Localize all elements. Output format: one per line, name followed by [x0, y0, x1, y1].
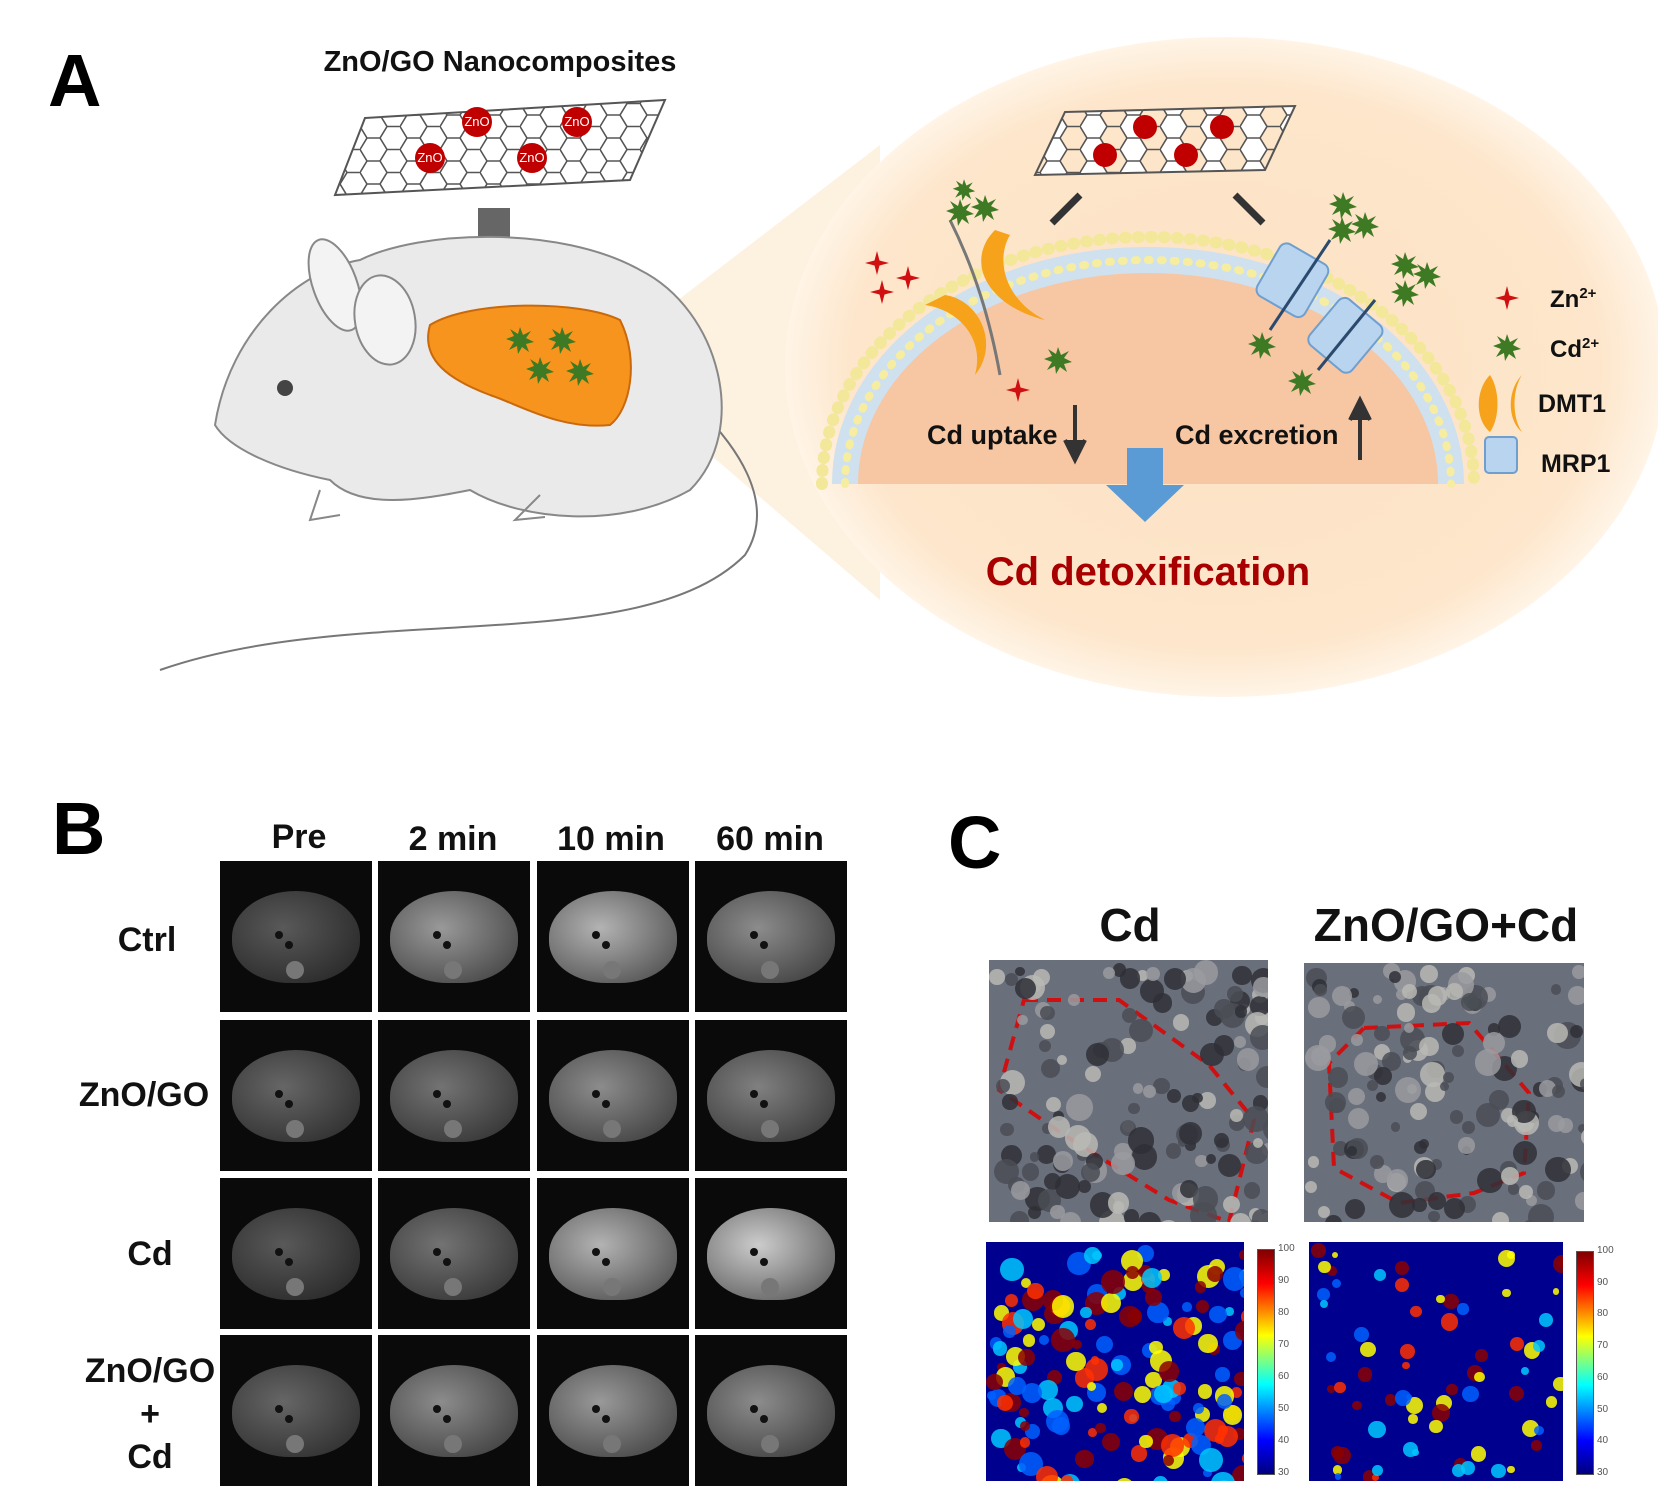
panel-a-illustration [159, 37, 1658, 697]
outcome-arrow-icon [1106, 448, 1184, 522]
colorbar-tick: 50 [1278, 1403, 1290, 1414]
region-outline [1326, 1020, 1532, 1206]
interaction-arrows [1049, 192, 1266, 226]
heatmap-cd [986, 1242, 1244, 1481]
mri-image [695, 1178, 847, 1329]
colorbar-tick: 100 [1278, 1243, 1295, 1254]
mri-image [220, 1178, 372, 1329]
colorbar-tick: 100 [1597, 1245, 1614, 1256]
legend-zn: Zn2+ [1550, 285, 1597, 313]
colorbar-zno-go-cd [1576, 1251, 1594, 1475]
colorbar-tick: 60 [1278, 1371, 1290, 1382]
zno-particle: ZnO [517, 143, 547, 173]
colorbar-tick: 90 [1597, 1276, 1609, 1288]
condition-title: ZnO/GO+Cd [1313, 899, 1579, 951]
mri-image [378, 861, 530, 1012]
panel-label-b: B [52, 787, 106, 870]
region-outline [996, 998, 1257, 1222]
dmt1-transporter-icon [1478, 375, 1522, 432]
mrp1-transporter [1255, 239, 1384, 374]
row-label: Ctrl [117, 921, 177, 959]
mri-image [220, 1335, 372, 1486]
colorbar-tick: 90 [1278, 1275, 1290, 1286]
mouse-illustration [159, 235, 758, 671]
liver-icon [427, 304, 632, 427]
heatmap-zno-go-cd [1309, 1242, 1563, 1481]
colorbar-tick: 30 [1597, 1467, 1609, 1478]
graphene-sheet [333, 98, 667, 197]
colorbar-tick: 80 [1278, 1307, 1290, 1318]
colorbar-tick: 40 [1597, 1435, 1609, 1447]
legend-mrp1: MRP1 [1541, 450, 1611, 478]
mri-image [378, 1178, 530, 1329]
colorbar-tick: 40 [1278, 1435, 1290, 1446]
row-label: ZnO/GO [78, 1076, 210, 1114]
colorbar-tick: 30 [1278, 1467, 1290, 1478]
colorbar-tick: 60 [1597, 1371, 1609, 1383]
mri-image [695, 1020, 847, 1171]
mri-image [378, 1020, 530, 1171]
mri-image [695, 1335, 847, 1486]
micrograph-zno-go-cd [1304, 963, 1584, 1222]
legend-dmt1: DMT1 [1538, 390, 1607, 418]
nanocomposite-title: ZnO/GO Nanocomposites [323, 46, 677, 78]
colorbar-tick: 50 [1597, 1403, 1609, 1415]
legend-cd: Cd2+ [1550, 335, 1600, 363]
cd-excretion-label: Cd excretion [1175, 420, 1339, 450]
panel-label-a: A [48, 39, 102, 122]
colorbar-tick: 70 [1278, 1339, 1290, 1350]
row-label: ZnO/GO+Cd [84, 1352, 216, 1476]
condition-title: Cd [1099, 899, 1161, 951]
column-header: 2 min [408, 820, 498, 858]
mri-image [537, 1020, 689, 1171]
cd-uptake-label: Cd uptake [927, 420, 1058, 450]
row-label: Cd [127, 1235, 173, 1273]
mri-image [537, 1178, 689, 1329]
column-header: 60 min [716, 820, 824, 858]
dmt1-transporter [925, 219, 1045, 376]
graphene-sheet-cell [1033, 104, 1297, 177]
colorbar-tick: 70 [1597, 1340, 1609, 1352]
zno-particle: ZnO [462, 107, 492, 137]
mri-image [695, 861, 847, 1012]
column-header: 10 min [557, 820, 665, 858]
zno-particle: ZnO [415, 143, 445, 173]
mri-image [537, 1335, 689, 1486]
cd-detoxification-label: Cd detoxification [985, 550, 1311, 594]
mri-image [220, 1020, 372, 1171]
mri-image [220, 861, 372, 1012]
zno-particles-cell [1093, 115, 1234, 167]
uptake-down-arrow-icon [1063, 405, 1087, 465]
panel-label-c: C [948, 801, 1002, 884]
colorbar-cd [1257, 1249, 1275, 1475]
zno-particle: ZnO [562, 107, 592, 137]
colorbar-tick: 80 [1597, 1308, 1609, 1320]
excretion-up-arrow-icon [1348, 395, 1372, 460]
mri-image [378, 1335, 530, 1486]
micrograph-cd [989, 960, 1268, 1222]
column-header: Pre [271, 818, 327, 856]
mrp1-transporter-icon [1484, 436, 1518, 474]
mri-image [537, 861, 689, 1012]
